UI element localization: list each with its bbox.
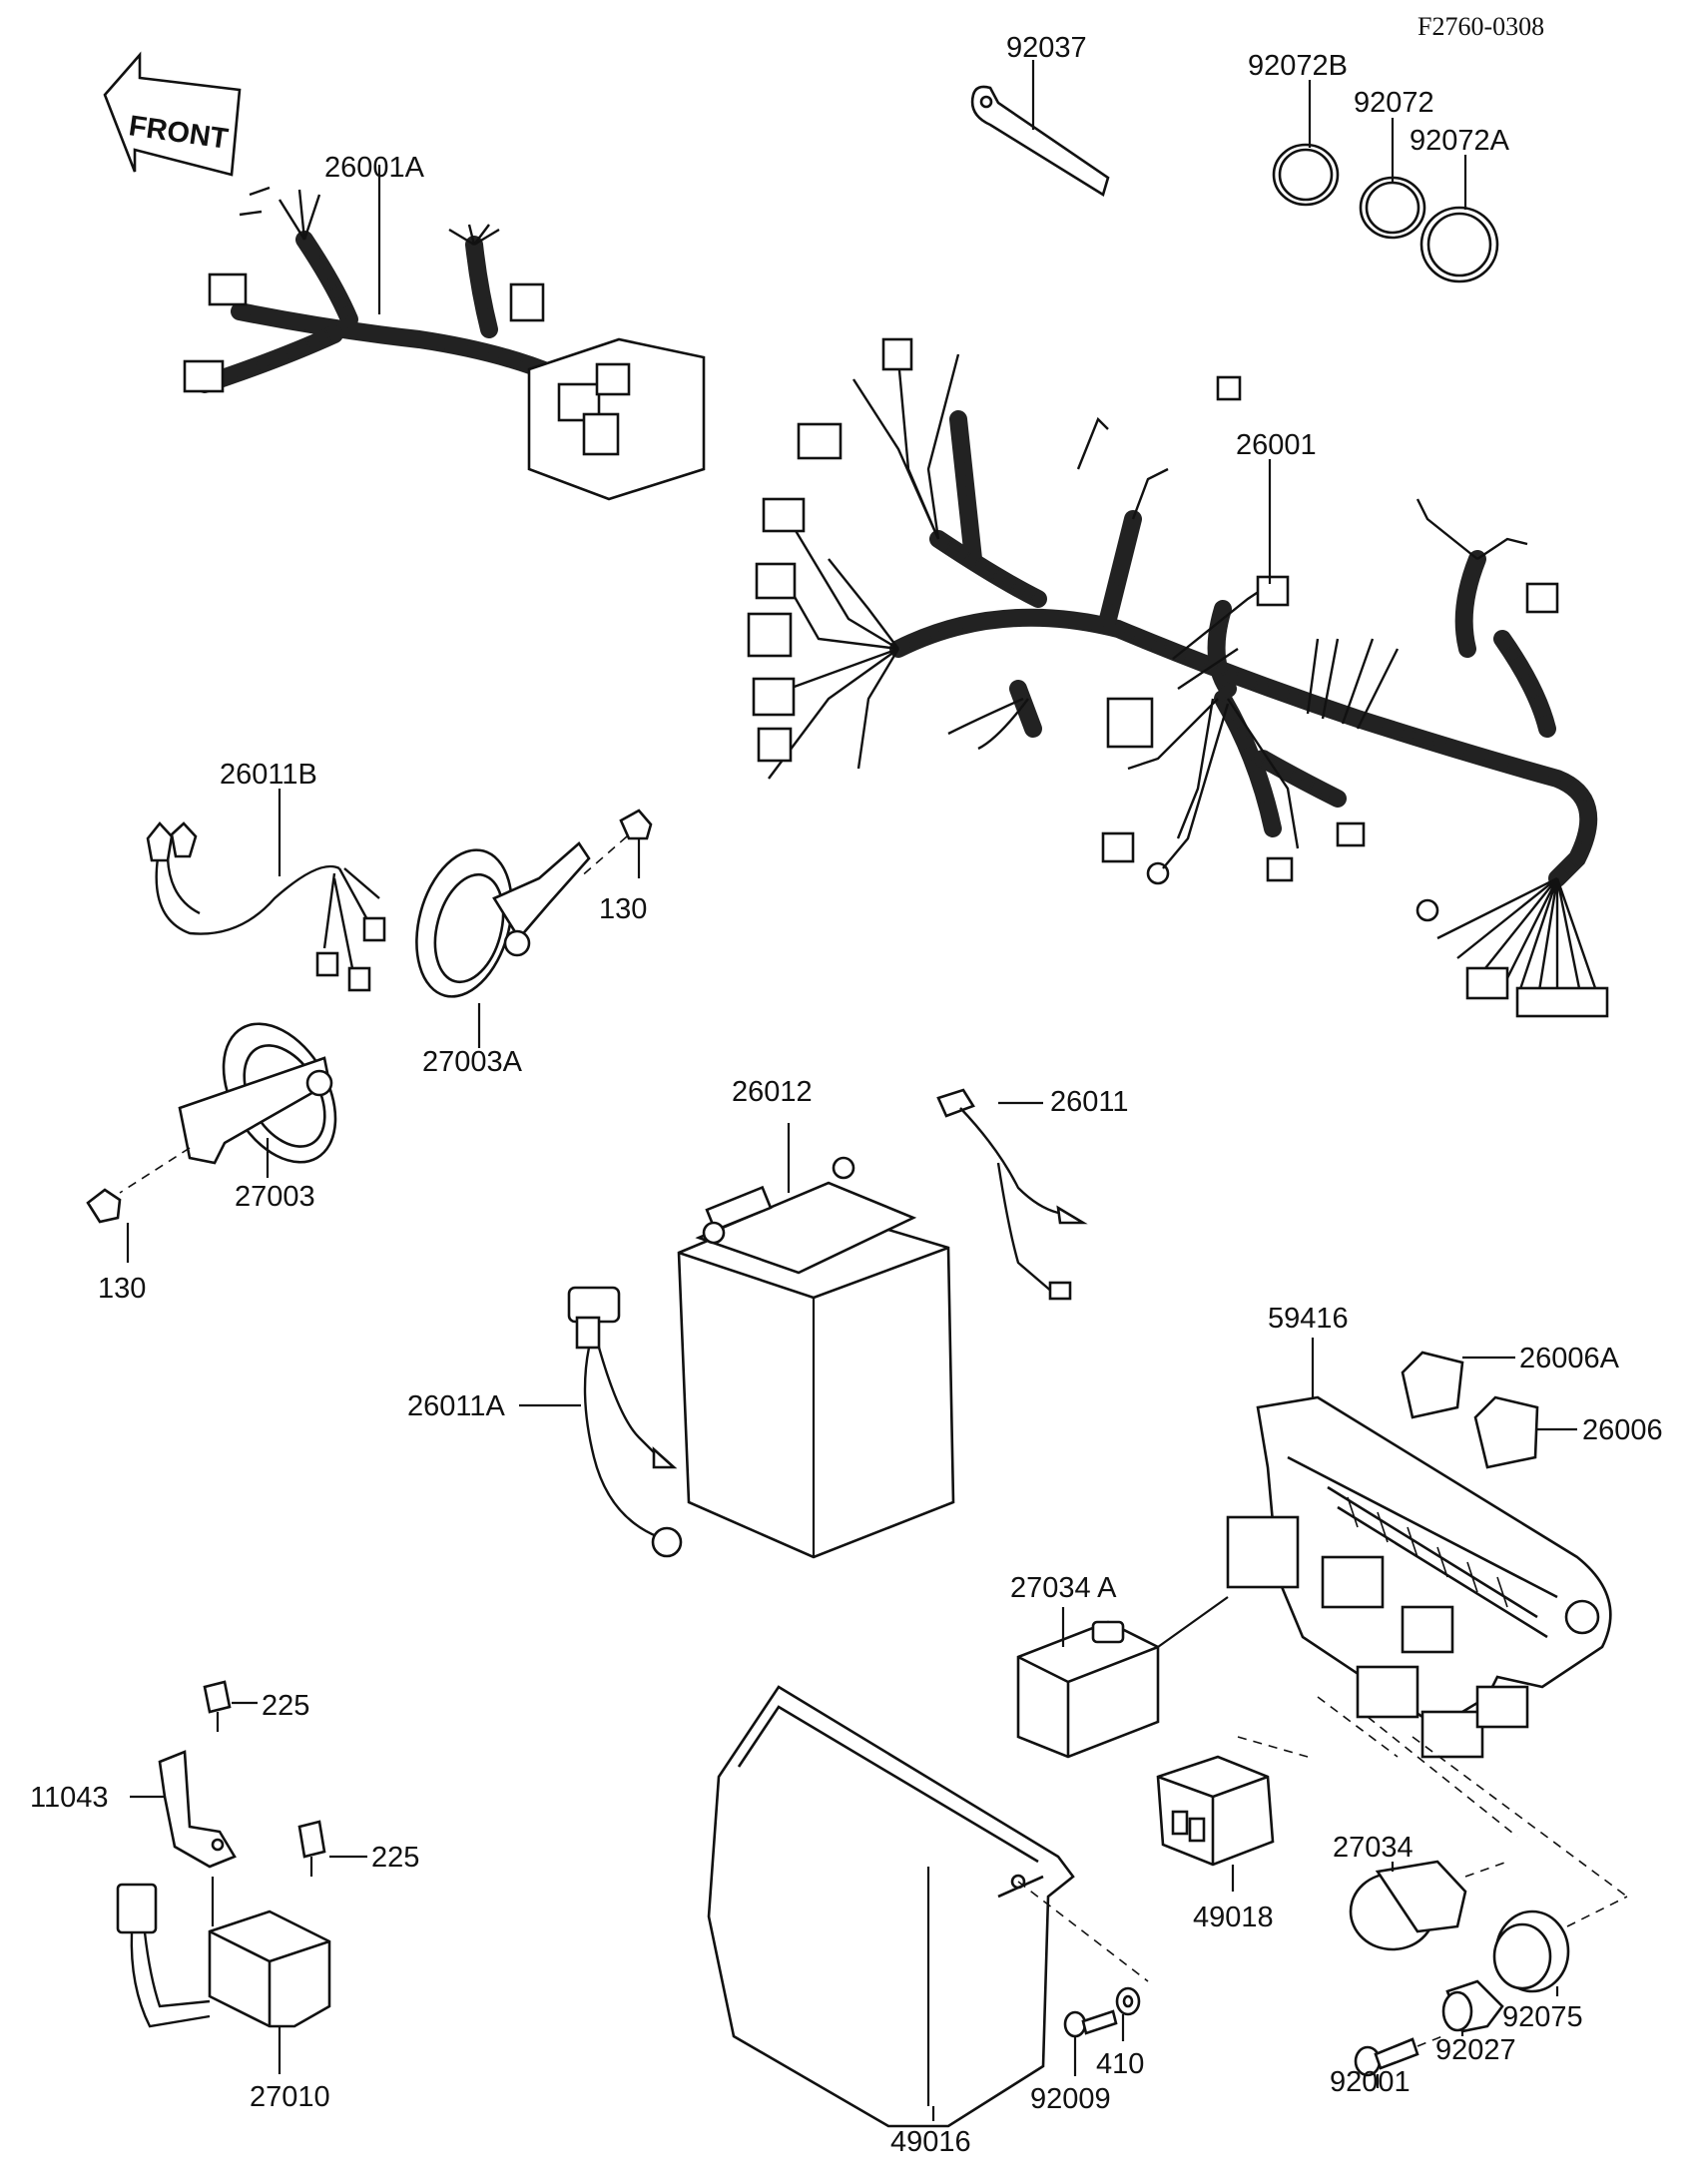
label-49018: 49018 [1193,1902,1274,1933]
label-26012: 26012 [732,1076,813,1108]
label-26001: 26001 [1236,429,1317,461]
label-26001A: 26001A [324,152,425,184]
regulator-27010 [116,1877,331,2074]
label-27034A: 27034 A [1010,1572,1117,1604]
label-92027: 92027 [1435,2034,1516,2066]
label-11043: 11043 [30,1782,109,1814]
clamp-92072A [1419,155,1499,283]
label-225-upper: 225 [262,1690,309,1722]
label-410: 410 [1096,2048,1144,2080]
relay-27034 [1349,1860,1508,1951]
washer-410 [1115,1986,1141,2041]
sub-harness-26001A [183,165,706,501]
lead-26011B [146,789,386,992]
drawing-code: F2760-0308 [1417,12,1544,41]
relay-49018 [1156,1755,1275,1892]
lead-26011 [936,1088,1088,1301]
horn-27003A [415,841,591,1048]
label-225-lower: 225 [371,1842,419,1874]
label-26011B: 26011B [220,759,317,791]
screw-92009 [1063,2009,1118,2076]
label-130-upper: 130 [599,893,647,925]
bracket-11043 [130,1750,237,1869]
lead-26011A [519,1286,683,1558]
bolt-130-upper [578,809,653,879]
fuse-26006 [1473,1395,1577,1469]
label-26006: 26006 [1582,1414,1663,1446]
bolt-130-lower [86,1188,130,1263]
screw-225-upper [203,1680,258,1732]
label-59416: 59416 [1268,1303,1349,1335]
front-arrow: FRONT [103,51,242,177]
horn-27003 [119,1022,337,1194]
label-27010: 27010 [250,2081,330,2113]
label-92072B: 92072B [1248,50,1348,82]
label-49016: 49016 [890,2126,971,2158]
clamp-92072B [1272,80,1340,207]
label-27003A: 27003A [422,1046,523,1078]
screw-92001 [1354,2035,1443,2088]
label-92075: 92075 [1502,2001,1583,2033]
label-92037: 92037 [1006,32,1087,64]
label-26006A: 26006A [1519,1343,1620,1374]
battery-26012 [677,1123,955,1559]
junction-box-59416 [1226,1338,1628,1898]
screw-225-lower [297,1820,367,1877]
bracket-92037 [970,60,1110,198]
fuse-26006A [1401,1351,1515,1419]
main-harness-26001 [747,337,1609,1018]
label-26011: 26011 [1050,1086,1129,1118]
label-27034: 27034 [1333,1832,1414,1864]
relay-27034A [1016,1596,1229,1759]
label-92072A: 92072A [1410,125,1510,157]
label-92009: 92009 [1030,2083,1111,2115]
label-130-lower: 130 [98,1273,146,1305]
label-92072: 92072 [1354,87,1434,119]
grommet-92075 [1492,1896,1628,1996]
collar-92027 [1441,1979,1504,2036]
clamp-92072 [1359,118,1426,240]
label-92001: 92001 [1330,2066,1411,2098]
label-26011A: 26011A [407,1390,505,1422]
label-27003: 27003 [235,1181,315,1213]
cover-49016 [707,1685,1149,2128]
